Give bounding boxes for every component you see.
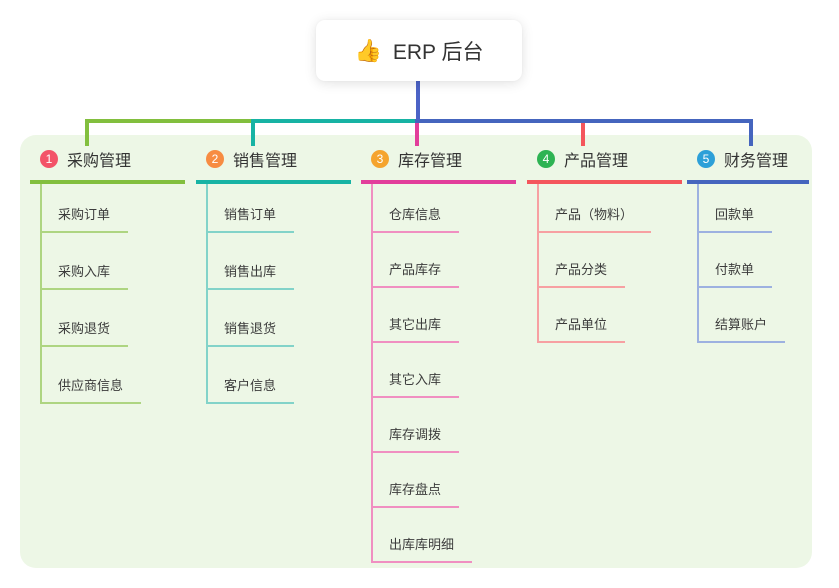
branch-title-label: 产品管理	[564, 153, 629, 170]
branch-title-purchase[interactable]: 1 采购管理	[30, 147, 185, 184]
thumbs-up-icon: 👍	[354, 37, 382, 63]
branch-children-sales: 销售订单 销售出库 销售退货 客户信息	[206, 184, 295, 404]
child-label: 出库库明细	[389, 537, 455, 552]
branch-children-inventory: 仓库信息 产品库存 其它出库 其它入库 库存调拨 库存盘点 出库库明细	[371, 184, 473, 563]
branch-badge-1: 1	[40, 150, 58, 168]
child-label: 付款单	[715, 262, 755, 277]
branch-badge-2: 2	[206, 150, 224, 168]
connector-stub-product	[581, 121, 585, 146]
branches-panel	[20, 135, 812, 568]
child-node[interactable]: 仓库信息	[373, 184, 460, 233]
branch-title-label: 库存管理	[398, 153, 463, 170]
branch-title-finance[interactable]: 5 财务管理	[687, 147, 809, 184]
child-node[interactable]: 付款单	[699, 233, 773, 288]
child-label: 产品（物料）	[555, 207, 634, 222]
connector-bus-finance	[415, 119, 753, 123]
child-label: 库存盘点	[389, 482, 442, 497]
child-node[interactable]: 其它出库	[373, 288, 460, 343]
child-label: 销售退货	[224, 321, 277, 336]
connector-stub-finance	[749, 119, 753, 146]
child-label: 回款单	[715, 207, 755, 222]
connector-stub-inventory	[415, 121, 419, 146]
child-node[interactable]: 供应商信息	[42, 347, 142, 404]
child-label: 供应商信息	[58, 378, 124, 393]
child-label: 其它入库	[389, 372, 442, 387]
connector-bus-purchase	[85, 119, 255, 123]
child-label: 结算账户	[715, 317, 768, 332]
child-label: 产品分类	[555, 262, 608, 277]
child-node[interactable]: 采购退货	[42, 290, 129, 347]
child-label: 库存调拨	[389, 427, 442, 442]
child-label: 客户信息	[224, 378, 277, 393]
connector-stub-purchase	[85, 119, 89, 146]
branch-title-product[interactable]: 4 产品管理	[527, 147, 682, 184]
child-label: 采购入库	[58, 264, 111, 279]
branch-badge-3: 3	[371, 150, 389, 168]
branch-badge-5: 5	[697, 150, 715, 168]
branch-children-product: 产品（物料） 产品分类 产品单位	[537, 184, 652, 343]
child-node[interactable]: 其它入库	[373, 343, 460, 398]
branch-product: 4 产品管理 产品（物料） 产品分类 产品单位	[527, 147, 682, 343]
child-node[interactable]: 产品（物料）	[539, 184, 652, 233]
child-node[interactable]: 销售订单	[208, 184, 295, 233]
root-node[interactable]: 👍 ERP 后台	[316, 20, 522, 81]
branch-title-label: 采购管理	[67, 153, 132, 170]
child-node[interactable]: 库存盘点	[373, 453, 460, 508]
child-node[interactable]: 销售退货	[208, 290, 295, 347]
branch-children-finance: 回款单 付款单 结算账户	[697, 184, 786, 343]
child-label: 销售订单	[224, 207, 277, 222]
child-label: 采购退货	[58, 321, 111, 336]
branch-children-purchase: 采购订单 采购入库 采购退货 供应商信息	[40, 184, 142, 404]
child-node[interactable]: 库存调拨	[373, 398, 460, 453]
child-label: 产品库存	[389, 262, 442, 277]
branch-purchase: 1 采购管理 采购订单 采购入库 采购退货 供应商信息	[30, 147, 185, 404]
root-node-label: ERP 后台	[392, 40, 484, 64]
child-node[interactable]: 回款单	[699, 184, 773, 233]
connector-bus-sales	[251, 119, 419, 123]
child-label: 销售出库	[224, 264, 277, 279]
child-node[interactable]: 结算账户	[699, 288, 786, 343]
branch-title-label: 销售管理	[233, 153, 298, 170]
child-label: 仓库信息	[389, 207, 442, 222]
root-connector-stem	[416, 81, 420, 120]
branch-title-inventory[interactable]: 3 库存管理	[361, 147, 516, 184]
child-node[interactable]: 销售出库	[208, 233, 295, 290]
child-node[interactable]: 出库库明细	[373, 508, 473, 563]
branch-sales: 2 销售管理 销售订单 销售出库 销售退货 客户信息	[196, 147, 351, 404]
child-label: 其它出库	[389, 317, 442, 332]
branch-finance: 5 财务管理 回款单 付款单 结算账户	[687, 147, 809, 343]
child-label: 产品单位	[555, 317, 608, 332]
child-node[interactable]: 产品库存	[373, 233, 460, 288]
child-node[interactable]: 客户信息	[208, 347, 295, 404]
child-node[interactable]: 采购入库	[42, 233, 129, 290]
child-label: 采购订单	[58, 207, 111, 222]
branch-title-label: 财务管理	[724, 153, 789, 170]
branch-badge-4: 4	[537, 150, 555, 168]
branch-title-sales[interactable]: 2 销售管理	[196, 147, 351, 184]
child-node[interactable]: 产品分类	[539, 233, 626, 288]
branch-inventory: 3 库存管理 仓库信息 产品库存 其它出库 其它入库 库存调拨 库存盘点 出库库…	[361, 147, 516, 563]
connector-stub-sales	[251, 119, 255, 146]
child-node[interactable]: 采购订单	[42, 184, 129, 233]
child-node[interactable]: 产品单位	[539, 288, 626, 343]
